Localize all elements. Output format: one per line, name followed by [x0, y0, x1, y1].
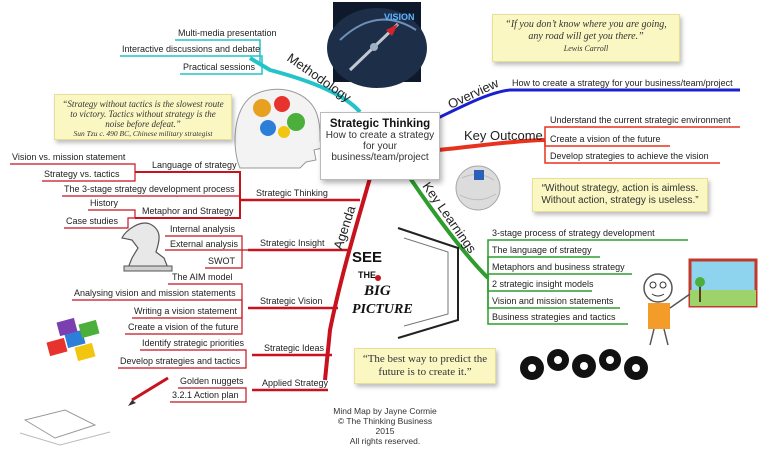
agenda-strategic-vision: Strategic Vision	[260, 296, 323, 306]
credit-line: © The Thinking Business 2015	[337, 416, 433, 436]
agenda-item: Writing a vision statement	[134, 306, 237, 316]
gears-people-image	[520, 349, 648, 380]
credit: Mind Map by Jayne Cormie © The Thinking …	[330, 406, 440, 446]
chess-knight-image	[121, 222, 173, 272]
key-outcome-branch-line	[437, 138, 546, 152]
credit-line: All rights reserved.	[349, 436, 421, 446]
pencil-sketch-image	[19, 376, 169, 446]
compass-vision-image: VISION	[327, 2, 427, 88]
quote-predict-text: “The best way to predict the future is t…	[362, 353, 488, 378]
key-outcome-item-line-3	[544, 140, 720, 164]
globe-puzzle-image	[455, 165, 501, 211]
agenda-item: 3.2.1 Action plan	[172, 390, 239, 400]
overview-branch-line	[437, 88, 740, 120]
svg-text:THE: THE	[358, 270, 376, 280]
agenda-item: The 3-stage strategy development process	[64, 184, 235, 194]
quote-sun-tzu: “Strategy without tactics is the slowest…	[54, 94, 232, 140]
methodology-item: Interactive discussions and debate	[122, 44, 261, 54]
svg-text:PICTURE: PICTURE	[352, 302, 413, 317]
methodology-item-line-2	[120, 55, 263, 62]
agenda-item: Language of strategy	[152, 160, 237, 170]
key-learnings-item: Metaphors and business strategy	[492, 262, 625, 272]
stick-figure-image	[643, 258, 758, 346]
agenda-item: External analysis	[170, 239, 239, 249]
agenda-strategic-thinking: Strategic Thinking	[256, 188, 328, 198]
compass-word: VISION	[384, 12, 415, 22]
key-learnings-item: 3-stage process of strategy development	[492, 228, 655, 238]
agenda-item: Develop strategies and tactics	[120, 356, 241, 366]
key-learnings-item: 2 strategic insight models	[492, 279, 594, 289]
central-title: Strategic Thinking	[329, 118, 431, 130]
agenda-item: Case studies	[66, 216, 119, 226]
methodology-item: Multi-media presentation	[178, 28, 277, 38]
agenda-item: Analysing vision and mission statements	[74, 288, 236, 298]
quote-aimless: “Without strategy, action is aimless. Wi…	[532, 178, 708, 212]
overview-item: How to create a strategy for your busine…	[512, 78, 733, 88]
central-topic: Strategic Thinking How to create a strat…	[320, 112, 440, 180]
key-learnings-item-line-2	[487, 256, 600, 278]
key-learnings-item-line-6	[487, 278, 628, 325]
quote-predict: “The best way to predict the future is t…	[354, 348, 496, 384]
credit-line: Mind Map by Jayne Cormie	[333, 406, 437, 416]
agenda-item: The AIM model	[172, 272, 233, 282]
agenda-strategic-ideas: Strategic Ideas	[264, 343, 325, 353]
key-learnings-item: The language of strategy	[492, 245, 592, 255]
key-learnings-item: Business strategies and tactics	[492, 312, 616, 322]
key-learnings-item-line-3	[487, 273, 632, 278]
quote-carroll: “If you don’t know where you are going, …	[492, 14, 680, 62]
quote-sun-tzu-text: “Strategy without tactics is the slowest…	[62, 99, 224, 129]
see-big-picture-image: SEE THE BIG PICTURE	[352, 227, 459, 339]
key-outcome-item: Understand the current strategic environ…	[550, 115, 731, 125]
key-outcome-item: Create a vision of the future	[550, 134, 661, 144]
agenda-item: Internal analysis	[170, 224, 236, 234]
methodology-item: Practical sessions	[183, 62, 256, 72]
svg-text:SEE: SEE	[352, 249, 382, 266]
quote-carroll-text: “If you don’t know where you are going, …	[505, 19, 667, 42]
agenda-item: Strategy vs. tactics	[44, 169, 120, 179]
methodology-branch-line	[248, 56, 362, 114]
agenda-item: Metaphor and Strategy	[142, 206, 234, 216]
puzzle-pieces-image	[46, 317, 100, 362]
methodology-item-line-1	[175, 39, 261, 62]
agenda-item: Golden nuggets	[180, 376, 244, 386]
svg-text:BIG: BIG	[363, 283, 391, 299]
quote-carroll-author: Lewis Carroll	[563, 44, 609, 53]
agenda-item: SWOT	[208, 256, 235, 266]
central-subtitle: How to create a strategy for your busine…	[325, 130, 435, 163]
methodology-item-line-3	[180, 62, 263, 75]
agenda-item: History	[90, 198, 119, 208]
branch-key-outcome: Key Outcome	[464, 128, 543, 143]
agenda-item: Create a vision of the future	[128, 322, 239, 332]
head-gears-image	[234, 88, 323, 169]
key-outcome-item: Develop strategies to achieve the vision	[550, 151, 709, 161]
agenda-applied-strategy: Applied Strategy	[262, 378, 329, 388]
quote-sun-tzu-author: Sun Tzu c. 490 BC, Chinese military stra…	[73, 129, 213, 138]
key-learnings-branch-line	[408, 176, 490, 280]
key-learnings-item: Vision and mission statements	[492, 296, 614, 306]
quote-aimless-text: “Without strategy, action is aimless. Wi…	[541, 183, 699, 206]
agenda-branch-line	[323, 177, 372, 381]
agenda-item: Vision vs. mission statement	[12, 152, 126, 162]
key-outcome-item-line-1	[544, 126, 740, 140]
agenda-item: Identify strategic priorities	[142, 338, 245, 348]
agenda-strategic-insight: Strategic Insight	[260, 238, 325, 248]
